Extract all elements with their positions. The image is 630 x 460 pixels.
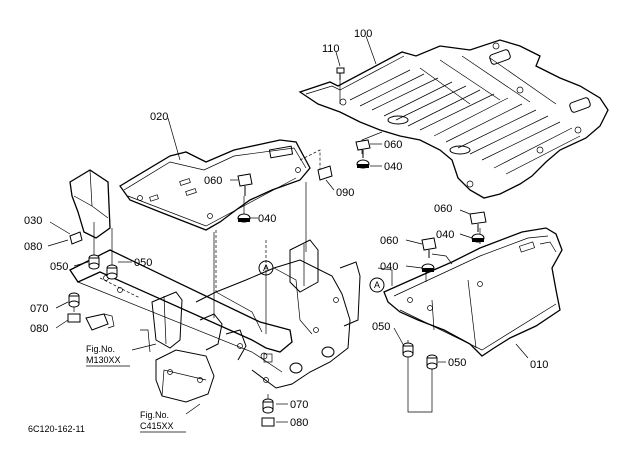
label-020: 020	[150, 111, 168, 123]
label-040-upper: 040	[384, 161, 402, 173]
bushing-070-bottom	[262, 398, 274, 414]
bolt-060-upper	[355, 139, 371, 169]
svg-text:C415XX: C415XX	[140, 421, 174, 431]
svg-text:A: A	[263, 263, 269, 273]
bolt-060-right-mid	[421, 237, 437, 258]
bolt-110	[336, 67, 345, 80]
label-050-cover-right: 050	[448, 357, 466, 369]
label-010: 010	[530, 359, 548, 371]
label-050-left: 050	[50, 261, 68, 273]
bolt-060-plate	[237, 173, 253, 223]
collar-050-bottom-right	[426, 354, 438, 370]
label-080-left: 080	[30, 323, 48, 335]
svg-text:A: A	[374, 280, 380, 290]
leader-lines	[73, 80, 481, 413]
label-070-left: 070	[30, 303, 48, 315]
label-080-bottom: 080	[290, 417, 308, 429]
label-050-right: 050	[134, 257, 152, 269]
fig-reference-m130xx: Fig.No. M130XX	[86, 344, 130, 367]
callout-leaders	[47, 35, 529, 423]
label-110: 110	[322, 43, 340, 55]
right-cover-010	[383, 227, 563, 357]
clip-080	[69, 231, 83, 245]
bushing-070-left	[68, 292, 80, 308]
label-030: 030	[24, 215, 42, 227]
floor-plate-020	[119, 139, 311, 231]
label-060-right-mid: 060	[380, 235, 398, 247]
label-080-clip: 080	[24, 241, 42, 253]
svg-text:Fig.No.: Fig.No.	[86, 344, 115, 354]
label-060-upper: 060	[384, 139, 402, 151]
collar-050-left	[88, 254, 100, 270]
label-100: 100	[354, 28, 372, 40]
label-040-right-mid: 040	[380, 261, 398, 273]
label-040-plate: 040	[258, 213, 276, 225]
collar-050-bottom-left	[402, 342, 414, 358]
nut-080-bottom	[261, 417, 275, 427]
bolt-060-right-top	[469, 211, 487, 232]
svg-text:Fig.No.: Fig.No.	[140, 410, 169, 420]
reference-a-2: A	[369, 277, 385, 293]
label-050-cover-left: 050	[372, 321, 390, 333]
part-labels: 100 110 020 060 040 090 060 040 030 080 …	[24, 28, 548, 429]
label-060-right-top: 060	[434, 203, 452, 215]
side-bracket-030	[69, 169, 111, 239]
washer-040-right-top	[471, 233, 485, 243]
label-090: 090	[336, 187, 354, 199]
diagram-code: 6C120-162-11	[28, 424, 85, 434]
reference-a-1: A	[258, 260, 274, 276]
collar-050-right	[106, 264, 118, 280]
clip-090	[317, 165, 333, 181]
main-frame	[69, 239, 361, 403]
hardware	[67, 67, 487, 427]
washer-040-right-mid	[421, 263, 435, 273]
nut-080-left	[67, 313, 81, 323]
label-040-right-top: 040	[436, 229, 454, 241]
floor-mat-100	[298, 39, 609, 199]
label-060-plate: 060	[204, 175, 222, 187]
fig-reference-c415xx: Fig.No. C415XX	[140, 410, 186, 433]
label-070-bottom: 070	[290, 399, 308, 411]
svg-text:M130XX: M130XX	[86, 355, 121, 365]
